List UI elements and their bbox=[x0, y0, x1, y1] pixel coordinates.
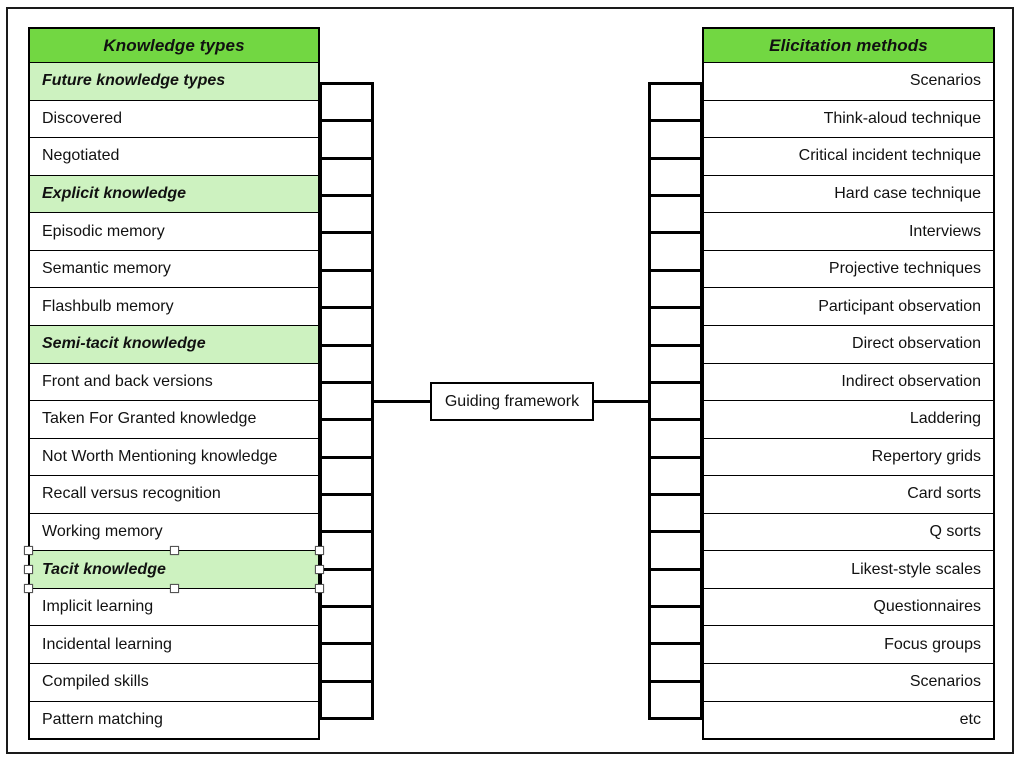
table-row[interactable]: Participant observation bbox=[704, 287, 993, 325]
connector-cell bbox=[322, 309, 371, 347]
selection-handle-middle-left[interactable] bbox=[24, 565, 33, 574]
right-connector-line bbox=[592, 400, 650, 403]
connector-cell bbox=[651, 160, 700, 198]
connector-cell bbox=[322, 85, 371, 123]
guiding-framework-label: Guiding framework bbox=[444, 392, 580, 410]
table-row[interactable]: Explicit knowledge bbox=[30, 174, 318, 213]
selection-handle-top-left[interactable] bbox=[24, 546, 33, 555]
table-row[interactable]: Compiled skills bbox=[30, 663, 318, 701]
outer-frame bbox=[6, 7, 1014, 754]
right-connector-bracket bbox=[648, 82, 703, 720]
table-row[interactable]: Recall versus recognition bbox=[30, 475, 318, 513]
table-row[interactable]: Taken For Granted knowledge bbox=[30, 400, 318, 438]
connector-cell bbox=[651, 533, 700, 571]
connector-cell bbox=[651, 272, 700, 310]
table-row[interactable]: Think-aloud technique bbox=[704, 99, 993, 138]
connector-cell bbox=[322, 645, 371, 683]
left-connector-line bbox=[372, 400, 432, 403]
table-row[interactable]: Critical incident technique bbox=[704, 137, 993, 175]
table-row[interactable]: Repertory grids bbox=[704, 437, 993, 476]
connector-cell bbox=[322, 347, 371, 384]
guiding-framework-node[interactable]: Guiding framework bbox=[430, 382, 594, 421]
connector-cell bbox=[322, 160, 371, 198]
table-row[interactable]: Incidental learning bbox=[30, 625, 318, 663]
table-row[interactable]: etc bbox=[704, 700, 993, 739]
connector-cell bbox=[651, 347, 700, 384]
connector-cell bbox=[322, 571, 371, 609]
table-row[interactable]: Scenarios bbox=[704, 663, 993, 701]
table-row[interactable]: Negotiated bbox=[30, 137, 318, 175]
connector-cell bbox=[651, 496, 700, 534]
connector-cell bbox=[651, 122, 700, 160]
table-row[interactable]: Semantic memory bbox=[30, 249, 318, 288]
selection-handle-bottom-left[interactable] bbox=[24, 584, 33, 593]
connector-cell bbox=[651, 384, 700, 422]
connector-cell bbox=[651, 571, 700, 609]
selection-handle-top-middle[interactable] bbox=[170, 546, 179, 555]
connector-cell bbox=[322, 496, 371, 534]
connector-cell bbox=[322, 197, 371, 235]
connector-cell bbox=[651, 421, 700, 459]
table-row[interactable]: Indirect observation bbox=[704, 362, 993, 401]
table-row[interactable]: Projective techniques bbox=[704, 249, 993, 288]
table-row[interactable]: Semi-tacit knowledge bbox=[30, 324, 318, 363]
table-row[interactable]: Pattern matching bbox=[30, 700, 318, 739]
table-row[interactable]: Questionnaires bbox=[704, 587, 993, 626]
table-row[interactable]: Interviews bbox=[704, 212, 993, 250]
selection-handle-bottom-right[interactable] bbox=[315, 584, 324, 593]
connector-cell bbox=[322, 234, 371, 272]
table-row[interactable]: Flashbulb memory bbox=[30, 287, 318, 325]
connector-cell bbox=[651, 459, 700, 496]
connector-cell bbox=[651, 85, 700, 123]
connector-cell bbox=[651, 645, 700, 683]
knowledge-types-header[interactable]: Knowledge types bbox=[30, 29, 318, 63]
connector-cell bbox=[651, 234, 700, 272]
connector-cell bbox=[322, 533, 371, 571]
table-row[interactable]: Laddering bbox=[704, 400, 993, 438]
table-row[interactable]: Scenarios bbox=[704, 63, 993, 100]
connector-cell bbox=[322, 459, 371, 496]
table-row[interactable]: Likest-style scales bbox=[704, 550, 993, 588]
connector-cell bbox=[651, 309, 700, 347]
table-row[interactable]: Focus groups bbox=[704, 625, 993, 663]
selection-handle-middle-right[interactable] bbox=[315, 565, 324, 574]
table-row[interactable]: Discovered bbox=[30, 99, 318, 138]
connector-cell bbox=[322, 421, 371, 459]
table-row[interactable]: Future knowledge types bbox=[30, 63, 318, 100]
table-row[interactable]: Tacit knowledge bbox=[30, 550, 318, 588]
left-connector-bracket bbox=[319, 82, 374, 720]
selection-handle-bottom-middle[interactable] bbox=[170, 584, 179, 593]
connector-cell bbox=[322, 122, 371, 160]
connector-cell bbox=[322, 384, 371, 422]
connector-cell bbox=[651, 683, 700, 717]
connector-cell bbox=[651, 197, 700, 235]
connector-cell bbox=[651, 608, 700, 646]
elicitation-methods-header[interactable]: Elicitation methods bbox=[704, 29, 993, 63]
table-row[interactable]: Q sorts bbox=[704, 512, 993, 551]
table-row[interactable]: Front and back versions bbox=[30, 362, 318, 401]
connector-cell bbox=[322, 683, 371, 717]
table-row[interactable]: Hard case technique bbox=[704, 174, 993, 213]
connector-cell bbox=[322, 272, 371, 310]
table-row[interactable]: Direct observation bbox=[704, 324, 993, 363]
table-row[interactable]: Episodic memory bbox=[30, 212, 318, 250]
connector-cell bbox=[322, 608, 371, 646]
table-row[interactable]: Card sorts bbox=[704, 475, 993, 513]
table-row[interactable]: Implicit learning bbox=[30, 587, 318, 626]
table-row[interactable]: Not Worth Mentioning knowledge bbox=[30, 437, 318, 476]
table-row[interactable]: Working memory bbox=[30, 512, 318, 551]
selection-handle-top-right[interactable] bbox=[315, 546, 324, 555]
